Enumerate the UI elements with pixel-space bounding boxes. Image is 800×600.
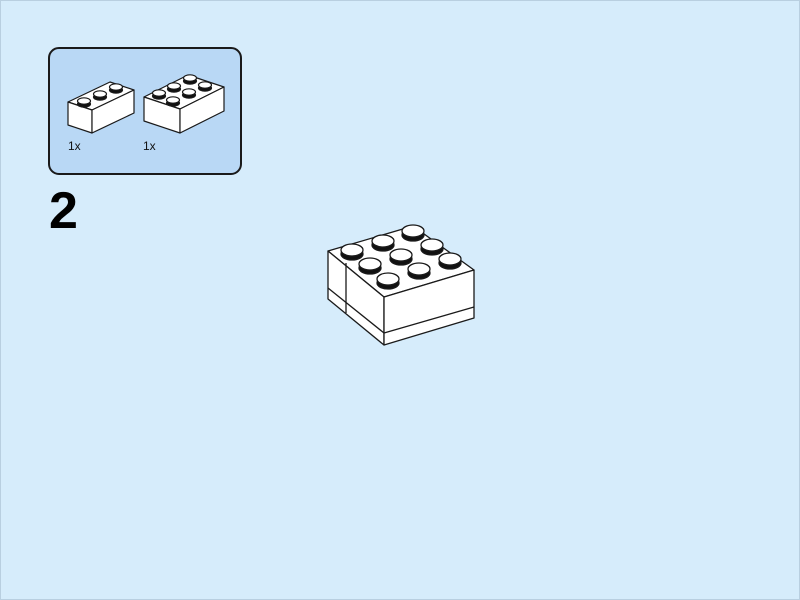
- model-studs: [340, 224, 462, 290]
- brick-2x3-studs: [151, 74, 213, 107]
- model-plate-line-right: [383, 306, 475, 334]
- brick-2x3-icon: [143, 74, 225, 134]
- parts-list-callout: 1x 1x: [48, 47, 242, 175]
- brick-2x3-quantity: 1x: [143, 139, 156, 153]
- brick-1x3-icon: [67, 81, 135, 134]
- parts-drawing: [67, 74, 225, 134]
- brick-1x3-quantity: 1x: [68, 139, 81, 153]
- step-number: 2: [49, 182, 78, 240]
- assembled-model-drawing: [327, 224, 475, 346]
- model-plate-line-left: [327, 287, 385, 334]
- brick-1x3-studs: [76, 83, 124, 108]
